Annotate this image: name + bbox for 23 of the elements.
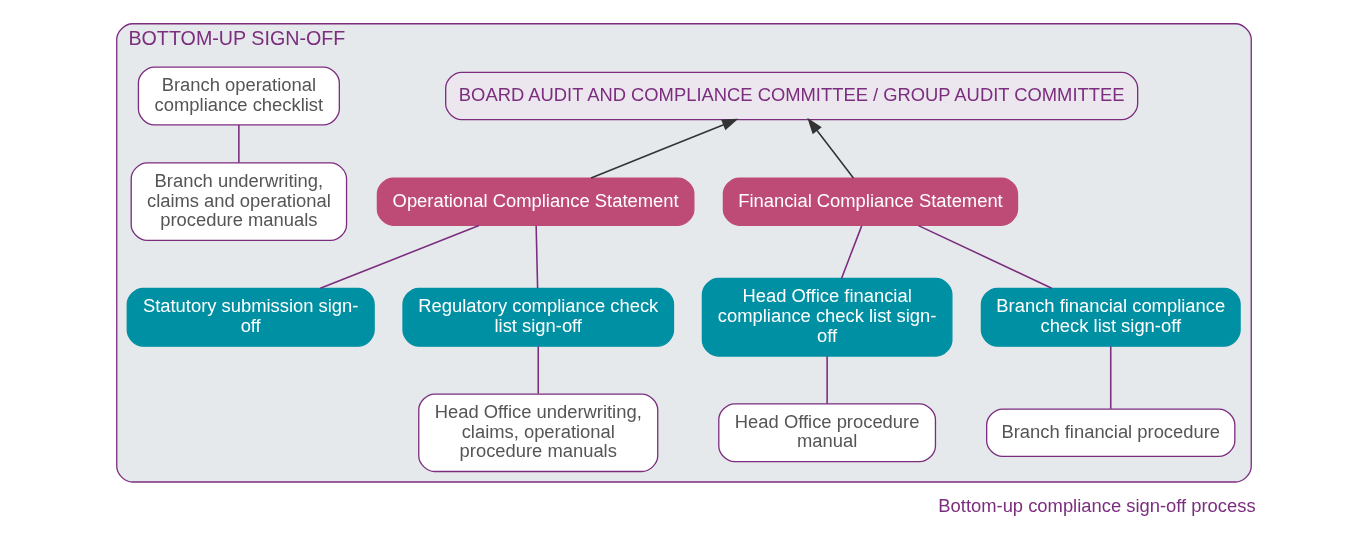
node-box: Head Office financial compliance check list sign-off <box>701 277 953 357</box>
node-box: Financial Compliance Statement <box>722 177 1019 226</box>
caption: Bottom-up compliance sign-off process <box>938 495 1256 517</box>
connector <box>319 224 480 290</box>
connector <box>537 345 540 395</box>
connector <box>1109 345 1112 410</box>
node-box: Head Office underwriting, claims, operational procedure manuals <box>418 393 659 473</box>
node-box: BOARD AUDIT AND COMPLIANCE COMMITTEE / GROUP AUDIT COMMITTEE <box>445 71 1139 121</box>
connector <box>840 225 863 280</box>
node-box: Regulatory compliance check list sign-off <box>402 287 675 347</box>
connector <box>238 124 240 164</box>
node-box: Head Office procedure manual <box>718 403 937 463</box>
node-box: Branch operational compliance checklist <box>137 66 340 126</box>
arrow <box>807 117 855 179</box>
node-box: Branch underwriting, claims and operational procedure manuals <box>130 162 348 242</box>
connector <box>535 225 539 290</box>
node-box: Branch financial compliance check list sign-off <box>980 287 1241 347</box>
connector <box>826 355 828 405</box>
node-box: Branch financial procedure <box>986 408 1236 458</box>
connector <box>917 224 1053 289</box>
arrow <box>590 118 739 179</box>
node-box: Statutory submission sign-off <box>126 287 375 347</box>
node-box: Operational Compliance Statement <box>376 177 695 226</box>
